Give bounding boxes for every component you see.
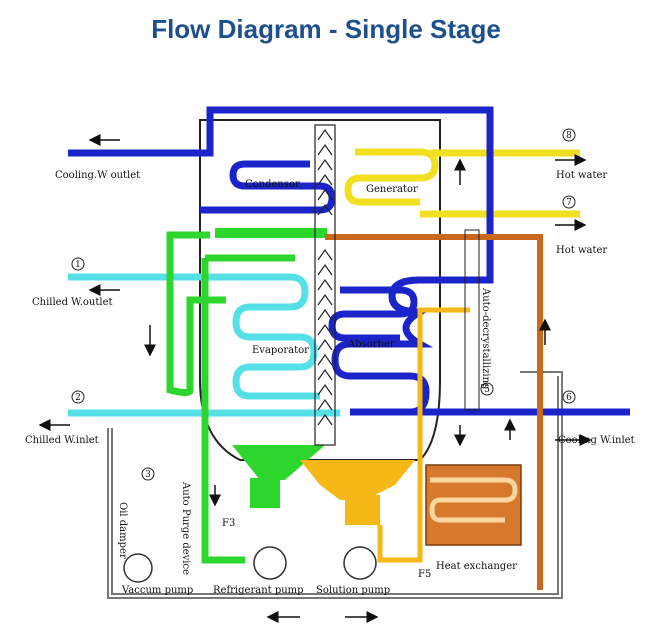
gauge-6-number: 6	[566, 393, 572, 403]
label-auto-purge-device: Auto Purge device	[180, 481, 191, 575]
outer-frame	[107, 371, 563, 599]
gauge-2-number: 2	[75, 393, 81, 403]
label-oil-damper: Oil damper	[117, 502, 128, 559]
gauges	[71, 128, 576, 481]
gauge-3-number: 3	[145, 470, 151, 480]
label-auto-decrystallizing: Auto-decrystallizing	[480, 287, 491, 390]
label-cooling-w-outlet: Cooling.W outlet	[55, 170, 140, 181]
flow-arrows	[38, 134, 592, 623]
solution-circuit	[300, 234, 543, 590]
label-vaccum-pump: Vaccum pump	[121, 585, 193, 596]
pumps	[123, 546, 377, 583]
label-f3: F3	[222, 518, 235, 529]
refrigerant-circuit	[166, 228, 327, 564]
gauge-1-number: 1	[75, 260, 81, 270]
label-f5: F5	[418, 569, 431, 580]
gauge-5-number: 5	[484, 385, 490, 395]
heat-exchanger	[425, 464, 522, 546]
page-title: Flow Diagram - Single Stage	[151, 14, 501, 44]
label-absorber: Absorber	[347, 339, 395, 350]
label-hot-water-1: Hot water	[556, 170, 607, 181]
center-divider	[314, 124, 336, 446]
gauge-7-number: 7	[566, 198, 572, 208]
label-refrigerant-pump: Refrigerant pump	[213, 585, 304, 596]
label-evaporator: Evaporator	[252, 345, 309, 356]
auto-decrystallizing-tube	[464, 229, 480, 411]
cooling-water-circuit	[68, 106, 630, 416]
hot-water-lines	[344, 148, 580, 218]
label-chilled-w-outlet: Chilled W.outlet	[32, 297, 113, 308]
label-hot-water-2: Hot water	[556, 245, 607, 256]
label-condensor: Condensor	[245, 179, 300, 190]
label-cooling-w-inlet: Cooling W.inlet	[558, 435, 635, 446]
label-chilled-w-inlet: Chilled W.inlet	[25, 435, 99, 446]
label-solution-pump: Solution pump	[316, 585, 390, 596]
label-heat-exchanger: Heat exchanger	[436, 561, 517, 572]
gauge-8-number: 8	[566, 131, 572, 141]
label-generator: Generator	[366, 184, 418, 195]
